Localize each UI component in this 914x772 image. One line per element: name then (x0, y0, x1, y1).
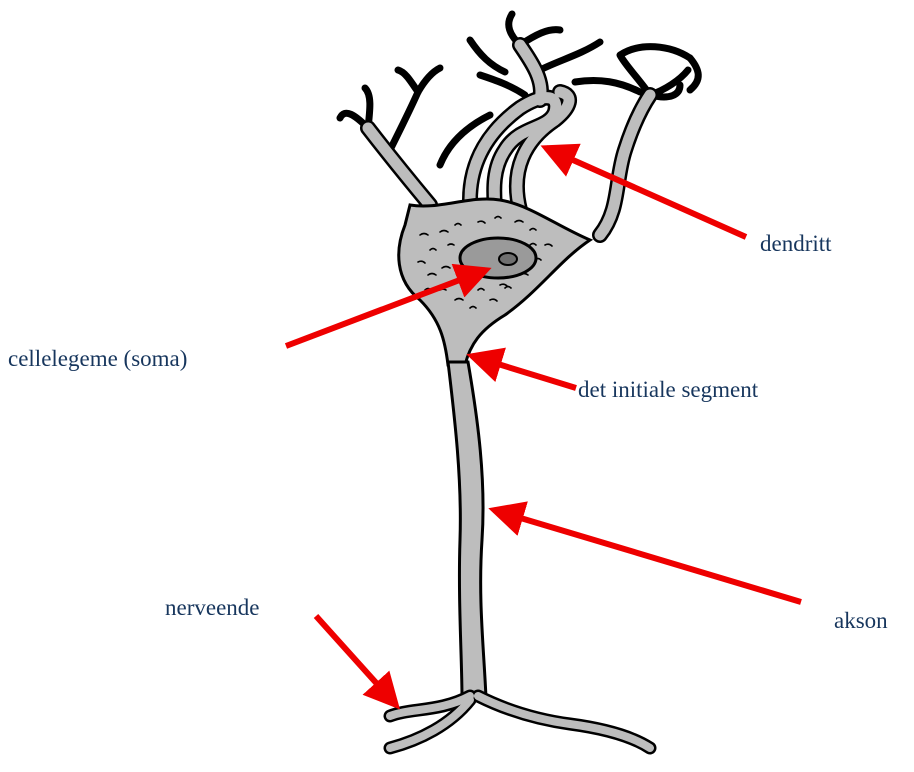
label-nerveende: nerveende (165, 596, 260, 619)
dendrites (340, 14, 698, 235)
soma-body (399, 199, 590, 365)
arrow-dendritt (546, 148, 746, 237)
label-soma: cellelegeme (soma) (8, 347, 187, 370)
label-dendritt: dendritt (760, 232, 832, 255)
nucleus (460, 238, 536, 278)
label-initial-segment: det initiale segment (578, 378, 758, 401)
label-akson: akson (834, 609, 888, 632)
nerve-ending (390, 696, 650, 748)
arrow-nerveende (316, 616, 396, 705)
axon (448, 362, 486, 698)
arrow-initial-segment (472, 356, 576, 388)
arrow-akson (494, 510, 801, 602)
nucleolus (499, 253, 517, 265)
